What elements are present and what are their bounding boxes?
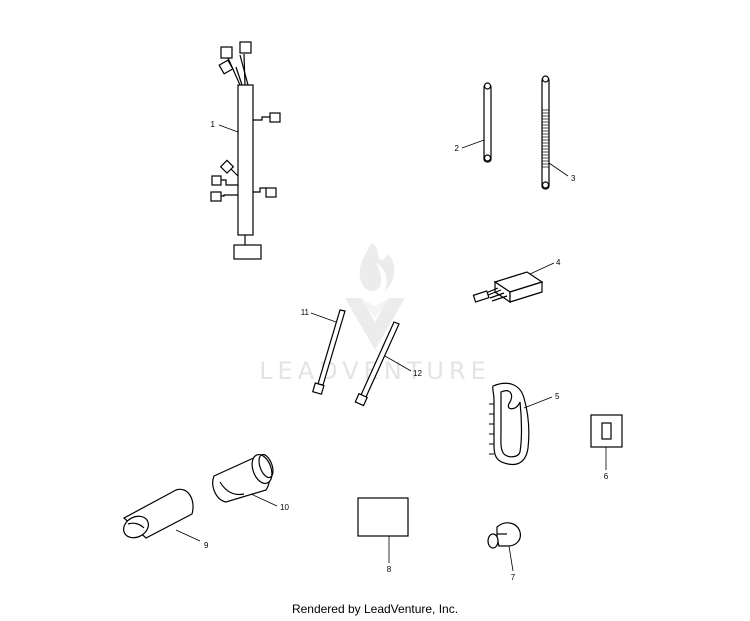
callout-8: 8 — [387, 565, 392, 574]
callout-12: 12 — [413, 369, 422, 378]
part-5-edge-trim — [489, 382, 530, 466]
callout-labels: 1 2 3 4 5 6 7 8 9 10 11 12 — [204, 120, 609, 582]
callout-2: 2 — [455, 144, 460, 153]
part-3-threaded-rod — [541, 75, 550, 190]
leader-lines — [175, 124, 607, 572]
part-4-connector — [472, 271, 544, 304]
part-10-canister — [212, 453, 274, 503]
part-12-cable-tie — [354, 321, 400, 407]
footer-credit: Rendered by LeadVenture, Inc. — [291, 602, 459, 616]
part-9-sleeve — [122, 488, 194, 539]
callout-5: 5 — [555, 392, 560, 401]
callout-9: 9 — [204, 541, 209, 550]
callout-6: 6 — [604, 472, 609, 481]
callout-7: 7 — [511, 573, 516, 582]
callout-11: 11 — [301, 308, 310, 317]
part-6-label-plate — [590, 414, 623, 448]
callout-3: 3 — [571, 174, 576, 183]
flame-v-logo-icon — [345, 243, 405, 350]
part-1-wiring-harness — [210, 41, 281, 260]
part-11-cable-tie — [312, 309, 346, 395]
part-2-rod — [483, 82, 492, 163]
callout-10: 10 — [280, 503, 289, 512]
callout-1: 1 — [211, 120, 216, 129]
part-8-decal-sheet — [357, 497, 409, 537]
part-7-elbow-boot — [487, 522, 521, 549]
callout-4: 4 — [556, 258, 561, 267]
